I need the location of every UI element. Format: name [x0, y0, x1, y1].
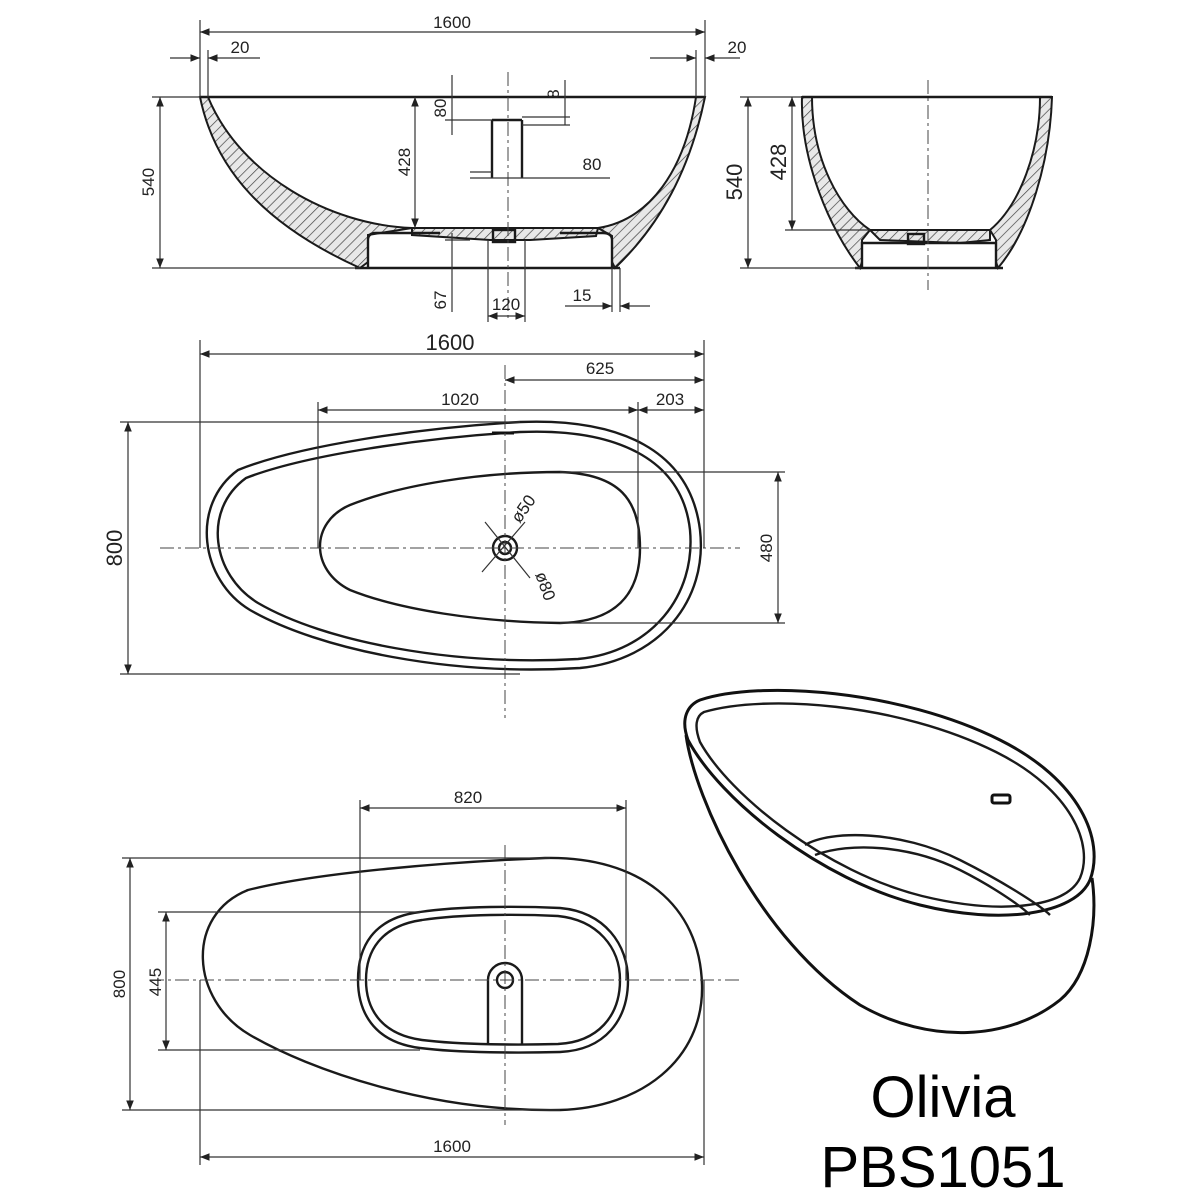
iso-body-outline — [684, 734, 1096, 1035]
side-height-label: 540 — [722, 164, 747, 201]
bottom-base-inner — [364, 913, 622, 1046]
front-base-height-label: 67 — [431, 291, 450, 310]
front-shell-left — [198, 96, 413, 270]
top-inner-rim — [216, 430, 692, 662]
iso-basin-floor — [804, 834, 1051, 916]
side-base — [860, 241, 998, 268]
side-view: 540 428 — [722, 80, 1054, 290]
top-drain-to-end-label: 625 — [586, 359, 614, 378]
iso-outer-rim — [683, 688, 1096, 917]
front-view: 1600 20 20 540 428 80 8 80 67 — [139, 13, 746, 322]
iso-overflow-icon — [990, 793, 1012, 805]
top-inner-end-offset-label: 203 — [656, 390, 684, 409]
front-base-inset-label: 15 — [573, 286, 592, 305]
top-drain-outer-diameter-label: ø80 — [531, 569, 559, 603]
front-length-label: 1600 — [433, 13, 471, 32]
front-height-label: 540 — [139, 168, 158, 196]
bottom-view: 820 800 445 1600 — [110, 788, 740, 1165]
front-floor — [411, 227, 600, 241]
side-floor — [867, 229, 991, 245]
title-block: Olivia PBS1051 — [820, 1065, 1065, 1200]
front-depth-label: 428 — [395, 148, 414, 176]
front-drain-icon — [491, 228, 517, 244]
front-left-rim-label: 20 — [231, 38, 250, 57]
iso-inner-rim — [695, 702, 1086, 908]
product-name: Olivia — [870, 1065, 1016, 1130]
front-shell-right — [595, 96, 707, 270]
isometric-view — [683, 688, 1096, 1035]
top-inner-width-label: 480 — [757, 534, 776, 562]
top-inner-length-label: 1020 — [441, 390, 479, 409]
side-depth-label: 428 — [766, 144, 791, 181]
front-base — [366, 231, 614, 268]
side-shell-left — [800, 96, 872, 271]
front-overflow-pipe — [490, 118, 524, 178]
front-overflow-width-label: 80 — [583, 155, 602, 174]
front-right-rim-label: 20 — [728, 38, 747, 57]
side-shell-right — [988, 96, 1054, 271]
top-outer-rim — [205, 420, 703, 671]
front-overflow-offset-label: 80 — [431, 99, 450, 118]
iso-basin-floor-inner — [814, 846, 1031, 916]
top-width-label: 800 — [102, 530, 127, 567]
top-view: 1600 625 1020 203 800 480 ø50 ø80 — [102, 330, 785, 718]
side-drain-icon — [906, 232, 926, 246]
bottom-base-length-label: 820 — [454, 788, 482, 807]
top-drain-inner-diameter-label: ø50 — [507, 491, 539, 526]
bottom-base-width-label: 445 — [146, 968, 165, 996]
front-overflow-gap-label: 8 — [544, 89, 563, 98]
top-length-label: 1600 — [426, 330, 475, 355]
bottom-length-label: 1600 — [433, 1137, 471, 1156]
top-basin-floor — [318, 470, 642, 625]
front-drain-width-label: 120 — [492, 295, 520, 314]
bottom-width-label: 800 — [110, 970, 129, 998]
product-code: PBS1051 — [820, 1135, 1065, 1200]
bottom-outer-outline — [201, 856, 704, 1112]
